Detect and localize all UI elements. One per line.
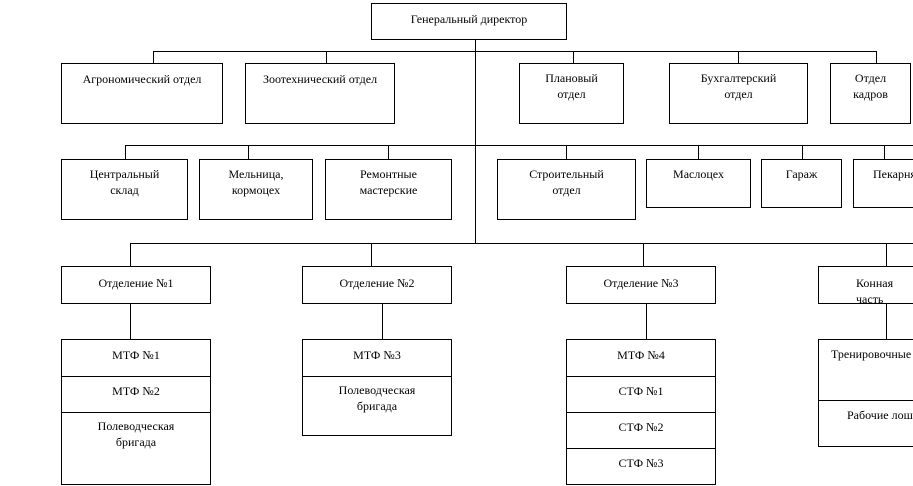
hr-dept-box: Отдел кадров xyxy=(830,63,911,124)
creamery-box: Маслоцех xyxy=(646,159,751,208)
unit-work-horses: Рабочие лошади xyxy=(819,400,913,446)
division-3-label: Отделение №3 xyxy=(603,276,679,290)
division-3-box: Отделение №3 xyxy=(566,266,716,304)
construction-dept-box: Строительный отдел xyxy=(497,159,636,220)
unit-dairy-farm-4: МТФ №4 xyxy=(617,348,665,362)
division-2-box: Отделение №2 xyxy=(302,266,452,304)
accounting-dept-box: Бухгалтерский отдел xyxy=(669,63,808,124)
mill-label: Мельница, кормоцех xyxy=(228,167,284,197)
general-director-box: Генеральный директор xyxy=(371,3,567,40)
garage-box: Гараж xyxy=(761,159,842,208)
unit-pig-farm-1: СТФ №1 xyxy=(567,376,715,412)
planning-dept-label: Плановый отдел xyxy=(545,71,598,101)
division-1-box: Отделение №1 xyxy=(61,266,211,304)
mill-box: Мельница, кормоцех xyxy=(199,159,313,220)
bakery-box: Пекарня xyxy=(853,159,913,208)
horse-unit-units: Тренировочные Рабочие лошади xyxy=(818,339,913,447)
repair-shops-box: Ремонтные мастерские xyxy=(325,159,452,220)
accounting-dept-label: Бухгалтерский отдел xyxy=(700,71,777,101)
construction-dept-label: Строительный отдел xyxy=(529,167,604,197)
general-director-label: Генеральный директор xyxy=(410,12,528,26)
unit-training-horses: Тренировочные xyxy=(831,347,912,361)
agronomy-dept-box: Агрономический отдел xyxy=(61,63,223,124)
horse-unit-box: Конная часть xyxy=(818,266,913,306)
creamery-label: Маслоцех xyxy=(673,167,724,181)
division-2-label: Отделение №2 xyxy=(339,276,415,290)
garage-label: Гараж xyxy=(785,167,818,181)
unit-dairy-farm-2: МТФ №2 xyxy=(62,376,210,412)
division-3-units: МТФ №4 СТФ №1 СТФ №2 СТФ №3 xyxy=(566,339,716,485)
zootechnics-dept-label: Зоотехнический отдел xyxy=(262,72,378,86)
planning-dept-box: Плановый отдел xyxy=(519,63,624,124)
division-1-units: МТФ №1 МТФ №2 Полеводческая бригада xyxy=(61,339,211,485)
unit-field-brigade-2: Полеводческая бригада xyxy=(303,376,451,435)
unit-pig-farm-3: СТФ №3 xyxy=(567,448,715,484)
repair-shops-label: Ремонтные мастерские xyxy=(359,167,418,197)
unit-dairy-farm-1: МТФ №1 xyxy=(112,348,160,362)
agronomy-dept-label: Агрономический отдел xyxy=(82,72,202,86)
hr-dept-label: Отдел кадров xyxy=(853,71,888,101)
division-2-units: МТФ №3 Полеводческая бригада xyxy=(302,339,452,436)
unit-pig-farm-2: СТФ №2 xyxy=(567,412,715,448)
central-warehouse-label: Центральный склад xyxy=(89,167,160,197)
central-warehouse-box: Центральный склад xyxy=(61,159,188,220)
unit-dairy-farm-3: МТФ №3 xyxy=(353,348,401,362)
horse-unit-label: Конная часть xyxy=(856,276,894,306)
bakery-label: Пекарня xyxy=(873,167,913,181)
zootechnics-dept-box: Зоотехнический отдел xyxy=(245,63,395,124)
division-1-label: Отделение №1 xyxy=(98,276,174,290)
unit-field-brigade-1: Полеводческая бригада xyxy=(62,412,210,484)
